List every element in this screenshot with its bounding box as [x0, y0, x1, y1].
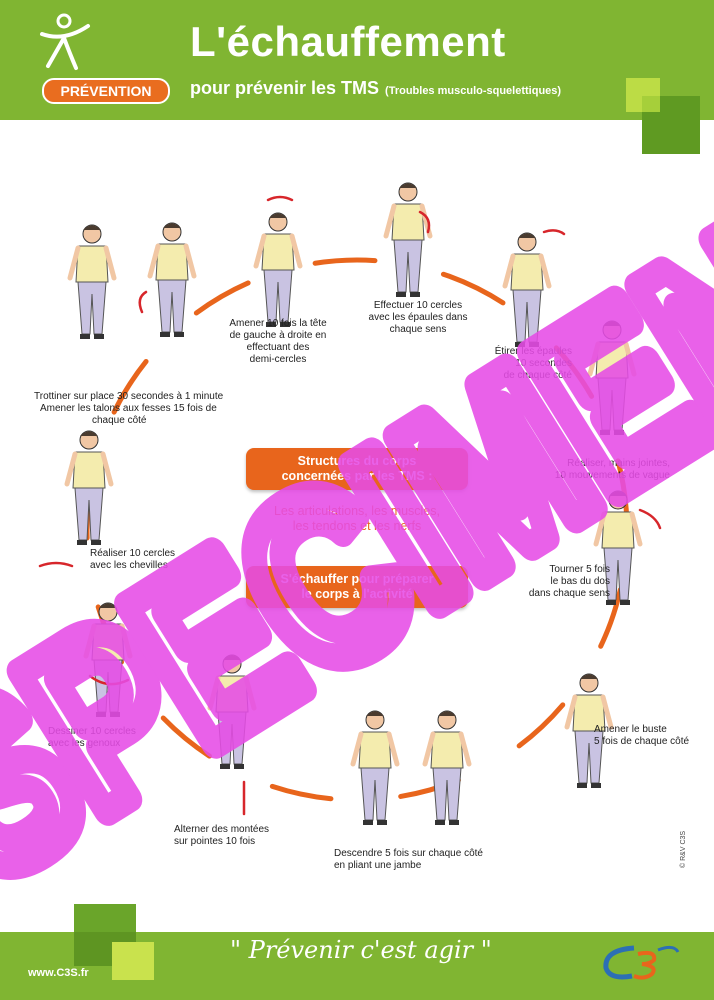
- caption-shoulders: Effectuer 10 cercles avec les épaules da…: [362, 300, 474, 336]
- text-line: Les articulations, les muscles,: [273, 504, 441, 518]
- caption-line: demi-cercles: [249, 354, 307, 365]
- warmup-purpose-box: S'échauffer pour préparer le corps à l'a…: [246, 566, 468, 608]
- caption-line: Réaliser, mains jointes,: [567, 458, 670, 469]
- box-line: S'échauffer pour préparer: [280, 572, 434, 586]
- box-line: Structures du corps: [297, 454, 417, 468]
- caption-line: Alterner des montées: [174, 824, 270, 835]
- caption-head: Amener 10 fois la tête de gauche à droit…: [226, 318, 330, 366]
- caption-torso: Amener le buste 5 fois de chaque côté: [594, 724, 689, 748]
- caption-line: chaque sens: [389, 324, 447, 335]
- caption-line: dans chaque sens: [528, 588, 610, 599]
- watermark-text: SPECIMEN: [0, 177, 714, 929]
- prevention-badge: PRÉVENTION: [42, 78, 170, 104]
- deco-square: [112, 942, 154, 980]
- caption-line: Descendre 5 fois sur chaque côté: [334, 848, 483, 859]
- caption-wave: Réaliser, mains jointes, 10 mouvements d…: [536, 458, 670, 482]
- caption-line: 5 fois de chaque côté: [594, 736, 690, 747]
- caption-line: Amener 10 fois la tête: [229, 318, 327, 329]
- subtitle-note: (Troubles musculo-squelettiques): [385, 85, 562, 97]
- page-title: L'échauffement: [190, 18, 506, 65]
- subtitle-main: pour prévenir les TMS: [190, 78, 380, 98]
- box-line: concernées par les TMS :: [281, 469, 433, 483]
- website-link[interactable]: www.C3S.fr: [28, 967, 89, 979]
- caption-tiptoe: Alterner des montées sur pointes 10 fois: [174, 824, 269, 848]
- caption-squat: Descendre 5 fois sur chaque côté en plia…: [334, 848, 483, 872]
- slogan: " Prévenir c'est agir ": [230, 936, 492, 964]
- caption-line: chaque côté: [92, 415, 147, 426]
- caption-knees: Dessiner 10 cercles avec les genoux: [48, 726, 136, 750]
- caption-line: de chaque côté: [503, 370, 572, 381]
- text-line: les tendons et les nerfs: [292, 519, 422, 533]
- caption-line: Trottiner sur place 30 secondes à 1 minu…: [34, 391, 224, 402]
- caption-stretch-shoulders: Étirer les épaules 10 secondes de chaque…: [462, 346, 572, 382]
- caption-ankles: Réaliser 10 cercles avec les chevilles: [90, 548, 175, 572]
- deco-square: [642, 96, 660, 112]
- caption-line: Réaliser 10 cercles: [90, 548, 176, 559]
- page-subtitle: pour prévenir les TMS (Troubles musculo-s…: [190, 78, 561, 99]
- caption-line: Amener les talons aux fesses 15 fois de: [40, 403, 217, 414]
- caption-line: Amener le buste: [594, 724, 667, 735]
- caption-line: Tourner 5 fois: [549, 564, 610, 575]
- box-line: le corps à l'activité: [301, 587, 413, 601]
- caption-line: 10 secondes: [515, 358, 572, 369]
- caption-line: le bas du dos: [550, 576, 611, 587]
- caption-line: en pliant une jambe: [334, 860, 422, 871]
- caption-line: de gauche à droite en: [229, 330, 327, 341]
- caption-line: effectuant des: [246, 342, 310, 353]
- caption-line: 10 mouvements de vague: [554, 470, 670, 481]
- caption-line: Étirer les épaules: [494, 346, 572, 357]
- caption-line: avec les chevilles: [90, 560, 168, 571]
- caption-line: sur pointes 10 fois: [174, 836, 256, 847]
- caption-line: Effectuer 10 cercles: [373, 300, 463, 311]
- prevention-figure-icon: [40, 13, 90, 70]
- caption-trot: Trottiner sur place 30 secondes à 1 minu…: [34, 391, 223, 427]
- tms-structures-list: Les articulations, les muscles, les tend…: [246, 504, 468, 534]
- caption-line: avec les genoux: [48, 738, 121, 749]
- tms-structures-box: Structures du corps concernées par les T…: [246, 448, 468, 490]
- caption-line: avec les épaules dans: [368, 312, 468, 323]
- caption-line: Dessiner 10 cercles: [48, 726, 136, 737]
- caption-lower-back: Tourner 5 fois le bas du dos dans chaque…: [516, 564, 610, 600]
- c3s-logo-icon: [603, 945, 680, 980]
